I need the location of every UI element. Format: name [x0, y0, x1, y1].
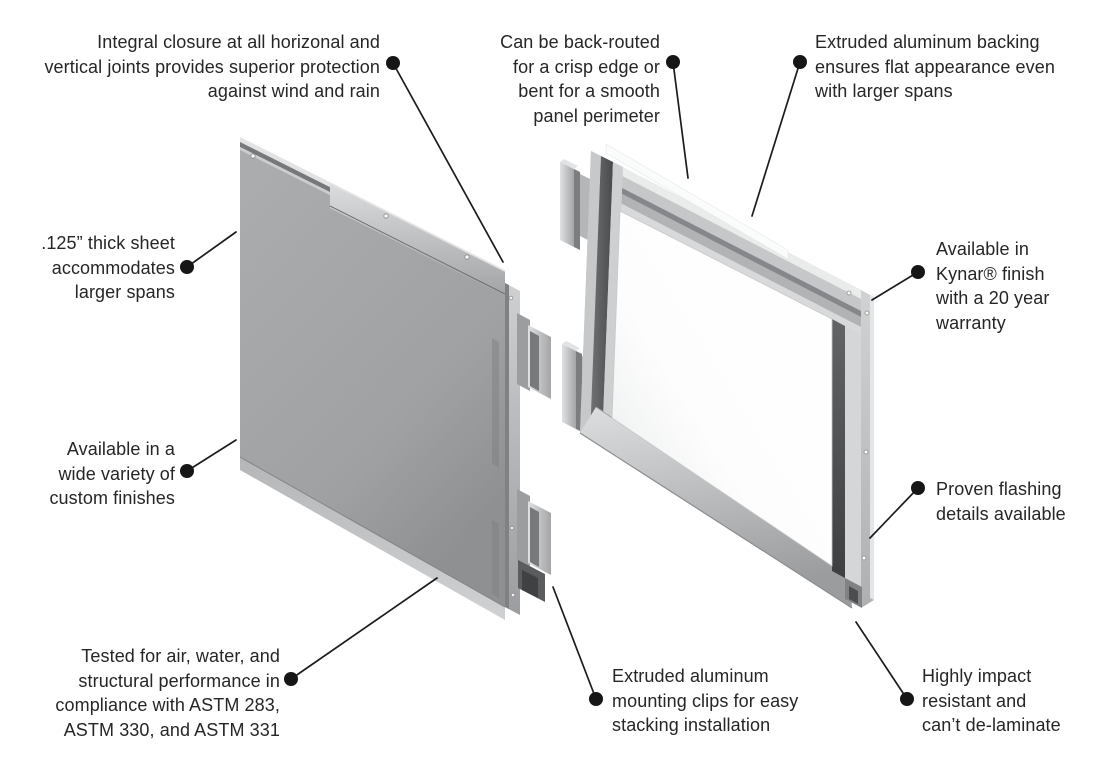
leader-mounting-clips [552, 586, 597, 700]
frame-screws [846, 290, 870, 561]
label-thick-sheet: .125” thick sheet accommodates larger sp… [41, 233, 175, 302]
frame-top-outer [591, 160, 861, 311]
label-impact-resistant: Highly impact resistant and can’t de-lam… [922, 666, 1061, 735]
bottom-hook-slot [849, 586, 858, 604]
callout-dot [900, 692, 914, 706]
frame-right-edge-highlight [870, 295, 874, 600]
label-tested-astm: Tested for air, water, and structural pe… [55, 646, 280, 740]
label-mounting-clips: Extruded aluminum mounting clips for eas… [612, 666, 799, 735]
callout-dot [911, 481, 925, 495]
leader-thick-sheet [186, 231, 237, 268]
frame-right-groove [832, 319, 845, 578]
label-proven-flashing: Proven flashing details available [936, 479, 1066, 524]
callout-dot [180, 260, 194, 274]
panel-screws [250, 153, 516, 598]
label-extruded-backing: Extruded aluminum backing ensures flat a… [815, 32, 1055, 101]
label-back-routed: Can be back-routed for a crisp edge or b… [500, 32, 660, 126]
callout-dot [180, 464, 194, 478]
leader-back-routed [672, 61, 689, 179]
floating-clip-upper [560, 159, 592, 250]
attached-clip-lower [517, 489, 551, 602]
attached-clip-upper [517, 313, 551, 399]
closure-shadow-line [329, 205, 506, 295]
leader-extruded-backing [751, 61, 801, 217]
panel-bottom-edge-line [239, 456, 506, 608]
frame-right-stop [845, 326, 861, 594]
frame-left-stop [602, 162, 623, 449]
face-shadow-strip [492, 338, 499, 468]
routed-edge-strip [605, 143, 789, 260]
leader-custom-finishes [186, 439, 237, 472]
frame-top-stop [591, 188, 861, 335]
leader-impact-resistant [855, 621, 908, 700]
panel-closure-extrusion [330, 184, 505, 296]
leader-proven-flashing [869, 487, 919, 539]
panel-bottom-flange [240, 457, 505, 620]
label-integral-closure: Integral closure at all horizonal and ve… [44, 32, 380, 101]
frame-left-groove [590, 156, 613, 444]
callout-dot [666, 55, 680, 69]
label-custom-finishes: Available in a wide variety of custom fi… [49, 439, 175, 508]
label-kynar-finish: Available in Kynar® finish with a 20 yea… [936, 239, 1050, 333]
callout-dot [911, 265, 925, 279]
frame-bottom-rail [580, 407, 852, 608]
callout-dots [180, 55, 925, 706]
callout-dot [386, 56, 400, 70]
leader-integral-closure [392, 62, 504, 263]
frame-top-groove [591, 172, 861, 317]
frame-left-outer [580, 151, 601, 438]
callout-dot [793, 55, 807, 69]
panel-infill [611, 210, 833, 567]
metal-sheet-panel-illustration [239, 137, 551, 620]
leader-tested-astm [290, 577, 438, 680]
face-shadow-strip [492, 520, 499, 598]
callout-dot [589, 692, 603, 706]
panel-right-extrusion-shadow [505, 283, 509, 609]
panel-front-face [240, 150, 505, 607]
frame-top-inner [591, 178, 861, 327]
frame-bottom-edge-line [579, 432, 853, 609]
leader-kynar-finish [871, 271, 919, 301]
backing-sheet-edge [591, 151, 861, 299]
leader-lines [186, 61, 919, 700]
callout-dot [284, 672, 298, 686]
framed-panel-illustration [579, 143, 874, 609]
